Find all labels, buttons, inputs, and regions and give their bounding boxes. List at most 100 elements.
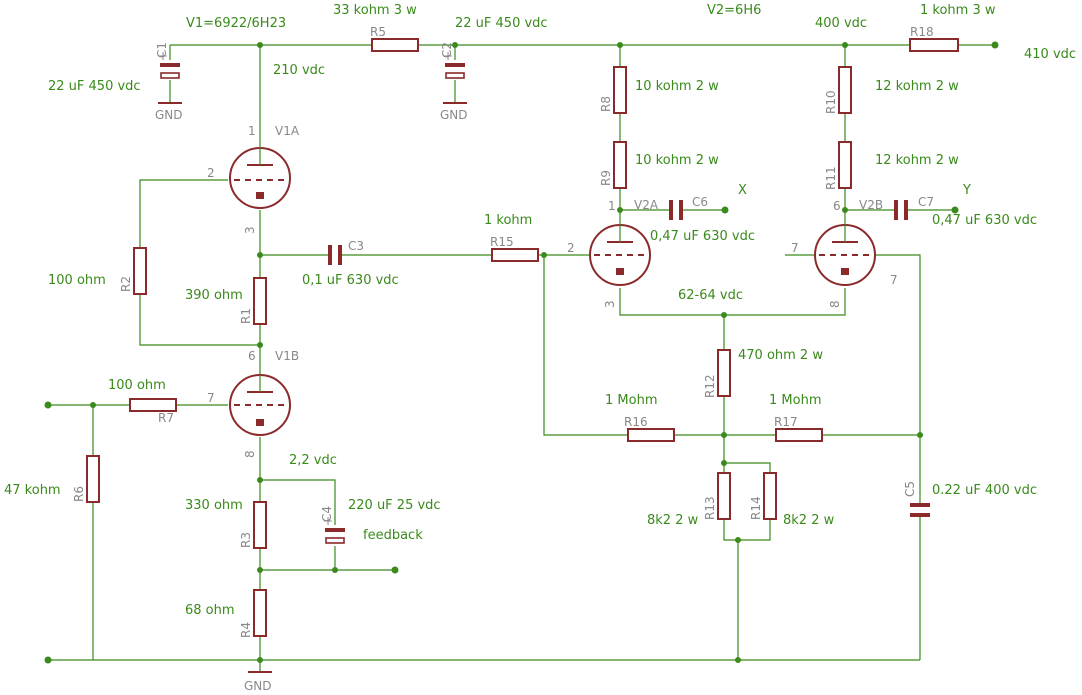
label-c4-value: 220 uF 25 vdc xyxy=(348,498,441,513)
label-feedback: feedback xyxy=(363,528,423,543)
label-c3-value: 0,1 uF 630 vdc xyxy=(302,273,399,288)
ground-symbols xyxy=(158,102,467,673)
resistor-r5 xyxy=(371,38,419,52)
resistors xyxy=(86,38,959,637)
v1b-pin-8: 8 xyxy=(243,450,257,458)
tube-v1a xyxy=(229,147,291,209)
r4-name: R4 xyxy=(239,622,253,638)
c5-name: C5 xyxy=(903,481,917,497)
label-v2-type: V2=6H6 xyxy=(707,3,761,18)
label-r9-value: 10 kohm 2 w xyxy=(635,153,719,168)
resistor-r3 xyxy=(253,501,267,549)
label-c5-value: 0.22 uF 400 vdc xyxy=(932,483,1037,498)
v1a-pin-2: 2 xyxy=(207,166,215,180)
label-c2-value: 22 uF 450 vdc xyxy=(455,16,548,31)
label-r4-value: 68 ohm xyxy=(185,603,235,618)
r17-name: R17 xyxy=(774,415,798,429)
r10-name: R10 xyxy=(824,90,838,114)
label-r8-value: 10 kohm 2 w xyxy=(635,79,719,94)
r5-name: R5 xyxy=(370,25,386,39)
v2a-pin-2: 2 xyxy=(567,241,575,255)
capacitor-c2 xyxy=(445,63,465,79)
v2b-pin-7-left: 7 xyxy=(791,241,799,255)
label-c1-value: 22 uF 450 vdc xyxy=(48,79,141,94)
resistor-r11 xyxy=(838,141,852,189)
label-210vdc: 210 vdc xyxy=(273,63,325,78)
label-r16-value: 1 Mohm xyxy=(605,393,657,408)
label-410vdc: 410 vdc xyxy=(1024,47,1076,62)
label-r17-value: 1 Mohm xyxy=(769,393,821,408)
c1-name: C1 xyxy=(155,42,169,58)
c2-name: C2 xyxy=(440,42,454,58)
label-22vdc: 2,2 vdc xyxy=(289,453,337,468)
label-r6-value: 47 kohm xyxy=(4,483,61,498)
tube-v1b xyxy=(229,374,291,436)
v1a-pin-3: 3 xyxy=(243,226,257,234)
label-v1-type: V1=6922/6H23 xyxy=(186,16,286,31)
resistor-r9 xyxy=(613,141,627,189)
label-r15-value: 1 kohm xyxy=(484,213,532,228)
v2b-name: V2B xyxy=(859,198,883,212)
resistor-r10 xyxy=(838,66,852,114)
capacitor-c5 xyxy=(910,503,930,517)
c7-name: C7 xyxy=(918,195,934,209)
label-r3-value: 330 ohm xyxy=(185,498,243,513)
r9-name: R9 xyxy=(599,170,613,186)
resistor-r4 xyxy=(253,589,267,637)
label-c7-value: 0,47 uF 630 vdc xyxy=(932,213,1037,228)
v2b-pin-8: 8 xyxy=(828,300,842,308)
v1b-name: V1B xyxy=(275,349,299,363)
c3-name: C3 xyxy=(348,239,364,253)
resistor-r12 xyxy=(717,349,731,397)
r15-name: R15 xyxy=(490,235,514,249)
part-names: R5 R18 R15 R16 R17 R7 C3 C6 C7 V1A V1B V… xyxy=(72,25,934,693)
label-r12-value: 470 ohm 2 w xyxy=(738,348,823,363)
v2a-pin-1: 1 xyxy=(608,199,616,213)
tube-v2a xyxy=(589,222,651,286)
resistor-r13 xyxy=(717,472,731,520)
v2a-name: V2A xyxy=(634,198,659,212)
resistor-r15 xyxy=(491,248,539,262)
r8-name: R8 xyxy=(599,96,613,112)
capacitor-c4 xyxy=(325,528,345,544)
gnd-c2: GND xyxy=(440,108,468,122)
c2-plus: + xyxy=(443,49,453,63)
capacitor-c3 xyxy=(328,245,342,265)
label-r1-value: 390 ohm xyxy=(185,288,243,303)
r12-name: R12 xyxy=(703,374,717,398)
v2b-pin-6: 6 xyxy=(833,199,841,213)
resistor-r16 xyxy=(627,428,675,442)
junctions xyxy=(44,41,999,664)
label-out-y: Y xyxy=(962,183,971,198)
tube-v2b xyxy=(814,222,876,286)
c1-plus: + xyxy=(158,49,168,63)
capacitor-c6 xyxy=(669,200,683,220)
r7-name: R7 xyxy=(158,411,174,425)
v1b-pin-6: 6 xyxy=(248,349,256,363)
gnd-c1: GND xyxy=(155,108,183,122)
r18-name: R18 xyxy=(910,25,934,39)
value-labels: V1=6922/6H23 33 kohm 3 w 22 uF 450 vdc V… xyxy=(4,3,1076,618)
resistor-r18 xyxy=(909,38,959,52)
resistor-r14 xyxy=(763,472,777,520)
v1a-name: V1A xyxy=(275,124,300,138)
r11-name: R11 xyxy=(824,166,838,190)
resistor-r8 xyxy=(613,66,627,114)
label-r14-value: 8k2 2 w xyxy=(783,513,835,528)
r3-name: R3 xyxy=(239,532,253,548)
v2a-pin-3: 3 xyxy=(603,300,617,308)
v2b-pin-7-right: 7 xyxy=(890,273,898,287)
label-out-x: X xyxy=(738,183,747,198)
c4-name: C4 xyxy=(320,506,334,522)
label-r7-value: 100 ohm xyxy=(108,378,166,393)
label-r10-value: 12 kohm 2 w xyxy=(875,79,959,94)
r1-name: R1 xyxy=(239,308,253,324)
r6-name: R6 xyxy=(72,486,86,502)
label-r2-value: 100 ohm xyxy=(48,273,106,288)
label-r13-value: 8k2 2 w xyxy=(647,513,699,528)
label-r18-value: 1 kohm 3 w xyxy=(920,3,996,18)
capacitor-c7 xyxy=(894,200,908,220)
resistor-r17 xyxy=(775,428,823,442)
wires xyxy=(48,44,995,672)
